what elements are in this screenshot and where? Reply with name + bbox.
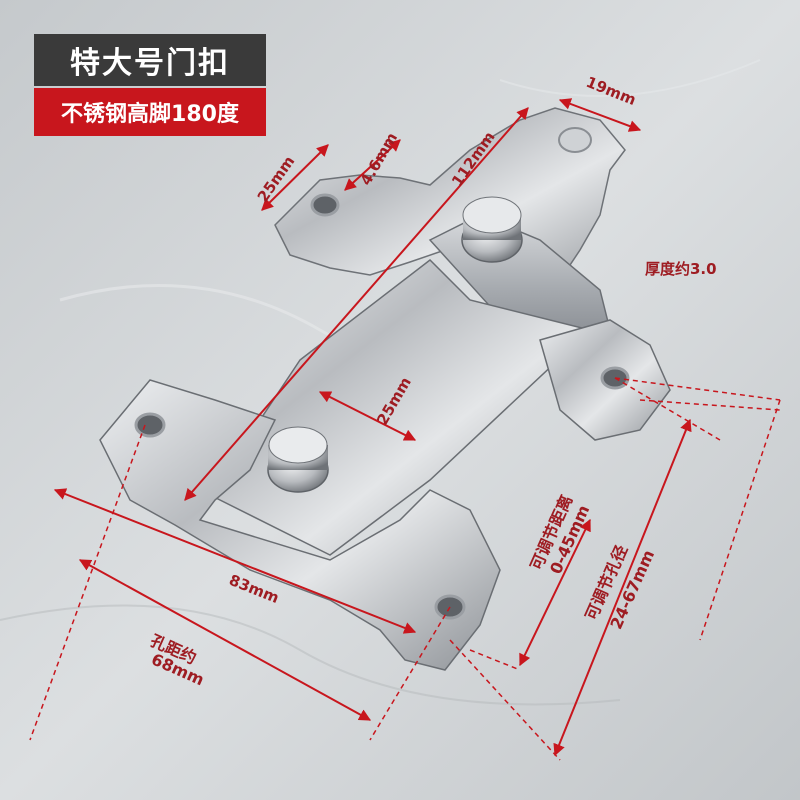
dimension-guides (29, 377, 781, 761)
product-subtitle: 不锈钢高脚180度 (34, 88, 266, 136)
thickness-label: 厚度约3.0 (645, 260, 717, 278)
dimension-lines (53, 98, 692, 757)
product-title: 特大号门扣 (34, 34, 266, 86)
